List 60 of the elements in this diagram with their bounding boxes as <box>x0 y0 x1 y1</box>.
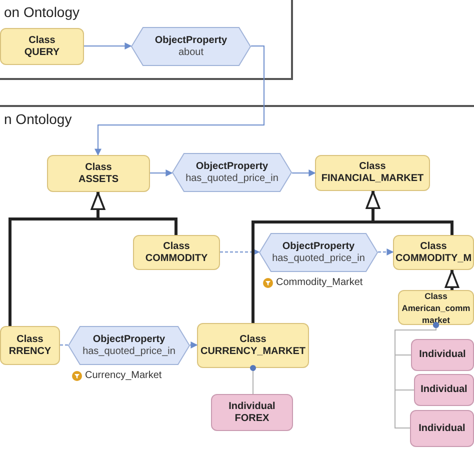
inheritance-arrow <box>366 191 454 235</box>
node-kind: Individual <box>228 400 276 412</box>
beside-text: Commodity_Market <box>276 277 363 289</box>
inheritance-arrow <box>444 270 460 290</box>
node-kind: Class <box>28 34 56 46</box>
node-kind: Class <box>358 161 387 173</box>
arrow <box>84 42 132 50</box>
node-kind: Class <box>424 290 448 302</box>
class-box <box>197 323 309 368</box>
node-name: has_quoted_price_in <box>82 346 176 358</box>
property-hexagon <box>172 153 292 192</box>
arrow <box>220 248 260 256</box>
node-name: has_quoted_price_in <box>184 172 280 184</box>
node-kind: Class <box>84 162 113 174</box>
frame-title: on Ontology <box>4 3 80 22</box>
node-name: FOREX <box>234 412 270 424</box>
class-box <box>133 235 220 270</box>
inheritance-arrow <box>8 192 106 326</box>
node-name: CURRENCY_MARKET <box>199 346 306 358</box>
class-box <box>0 326 60 365</box>
node-name: has_quoted_price_in <box>271 252 366 264</box>
node-kind: Class <box>419 240 448 252</box>
node-kind: Individual <box>418 422 466 434</box>
ontology-frame <box>0 0 293 80</box>
node-name: about <box>177 46 205 58</box>
individual-box <box>410 410 474 447</box>
beside-text: Currency_Market <box>85 370 162 382</box>
class-box <box>0 28 84 65</box>
individual-box <box>414 374 474 406</box>
instance-line <box>250 365 256 394</box>
node-name: ASSETS <box>77 174 120 186</box>
arrow <box>292 170 316 176</box>
class-box <box>398 290 474 325</box>
node-kind: ObjectProperty <box>281 240 356 252</box>
instance-line <box>394 322 439 428</box>
node-kind: Class <box>16 334 44 346</box>
arrow <box>378 248 394 256</box>
arrow <box>94 46 264 156</box>
node-kind: Class <box>238 334 268 346</box>
frame-title: n Ontology <box>4 110 72 129</box>
arrow <box>150 170 173 176</box>
node-name: FINANCIAL_MARKET <box>320 173 425 185</box>
class-box <box>393 235 474 270</box>
class-box <box>315 155 430 191</box>
node-name: COMMODITY <box>144 252 209 264</box>
node-name: RRENCY <box>8 346 52 358</box>
node-kind: Individual <box>418 349 467 361</box>
property-hexagon <box>131 27 251 66</box>
node-name: QUERY <box>23 46 61 58</box>
class-box <box>47 155 150 192</box>
node-kind: Class <box>162 240 191 252</box>
node-kind: ObjectProperty <box>194 160 270 172</box>
node-name: COMMODITY_M <box>394 252 473 264</box>
arrow <box>190 342 198 348</box>
node-kind: Individual <box>420 384 468 396</box>
node-name: American_comm market <box>400 302 472 326</box>
individual-box <box>211 394 293 431</box>
node-kind: ObjectProperty <box>92 334 166 346</box>
node-kind: ObjectProperty <box>154 34 228 46</box>
individual-box <box>411 339 474 371</box>
